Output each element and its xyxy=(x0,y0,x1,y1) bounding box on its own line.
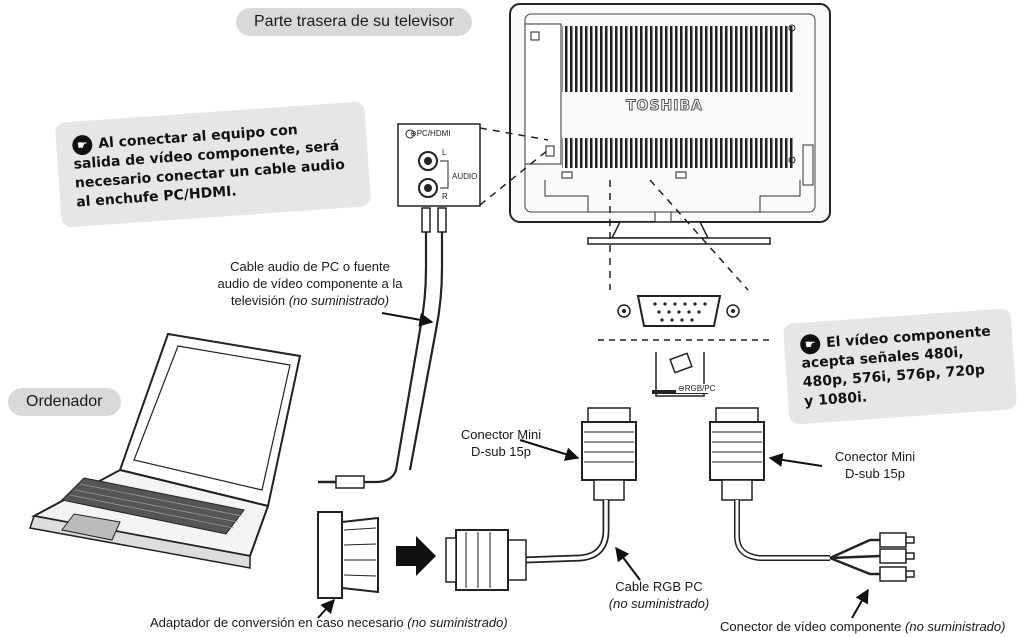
component-note: ☛El vídeo componente acepta señales 480i… xyxy=(782,308,1018,425)
tv-brand-logo: TOSHIBA xyxy=(626,98,703,115)
tv-stand xyxy=(587,221,771,245)
rgb-pc-port-label: ⊖RGB/PC xyxy=(676,384,718,393)
audio-note: ☛Al conectar al equipo con salida de víd… xyxy=(54,101,372,228)
direction-arrow xyxy=(396,536,436,576)
rgb-cable-label: Cable RGB PC (no suministrado) xyxy=(608,579,710,611)
audio-cable-label: Cable audio de PC o fuente audio de víde… xyxy=(217,259,403,308)
component-connector-label: Conector de vídeo componente (no suminis… xyxy=(720,619,1006,634)
component-cable xyxy=(709,407,915,582)
mini-dsub-right-label: Conector Mini D-sub 15p xyxy=(834,449,916,481)
rgb-pc-cable xyxy=(445,407,637,591)
laptop xyxy=(29,332,302,569)
conversion-adapter xyxy=(317,511,379,599)
audio-left-label: L xyxy=(442,148,447,157)
tv-back-label: Parte trasera de su televisor xyxy=(236,8,473,36)
audio-label: AUDIO xyxy=(452,172,478,181)
audio-cable xyxy=(318,207,447,489)
tv-back xyxy=(509,3,831,225)
mini-dsub-left-label: Conector Mini D-sub 15p xyxy=(460,427,542,459)
audio-right-label: R xyxy=(442,192,448,201)
adapter-label: Adaptador de conversión en caso necesari… xyxy=(150,615,508,630)
rgb-pc-port xyxy=(598,295,770,397)
tv-callout-lines xyxy=(479,127,749,291)
computer-label: Ordenador xyxy=(8,388,121,416)
pc-hdmi-icon: ⊖ xyxy=(410,129,417,138)
pointing-hand-icon: ☛ xyxy=(71,134,93,156)
pointer-arrows xyxy=(317,312,869,619)
pc-hdmi-audio-panel xyxy=(397,123,481,207)
pc-hdmi-label: ⊖PC/HDMI xyxy=(410,129,451,138)
rgb-pc-icon: ⊖ xyxy=(678,384,685,393)
pointing-hand-icon: ☛ xyxy=(799,333,821,355)
